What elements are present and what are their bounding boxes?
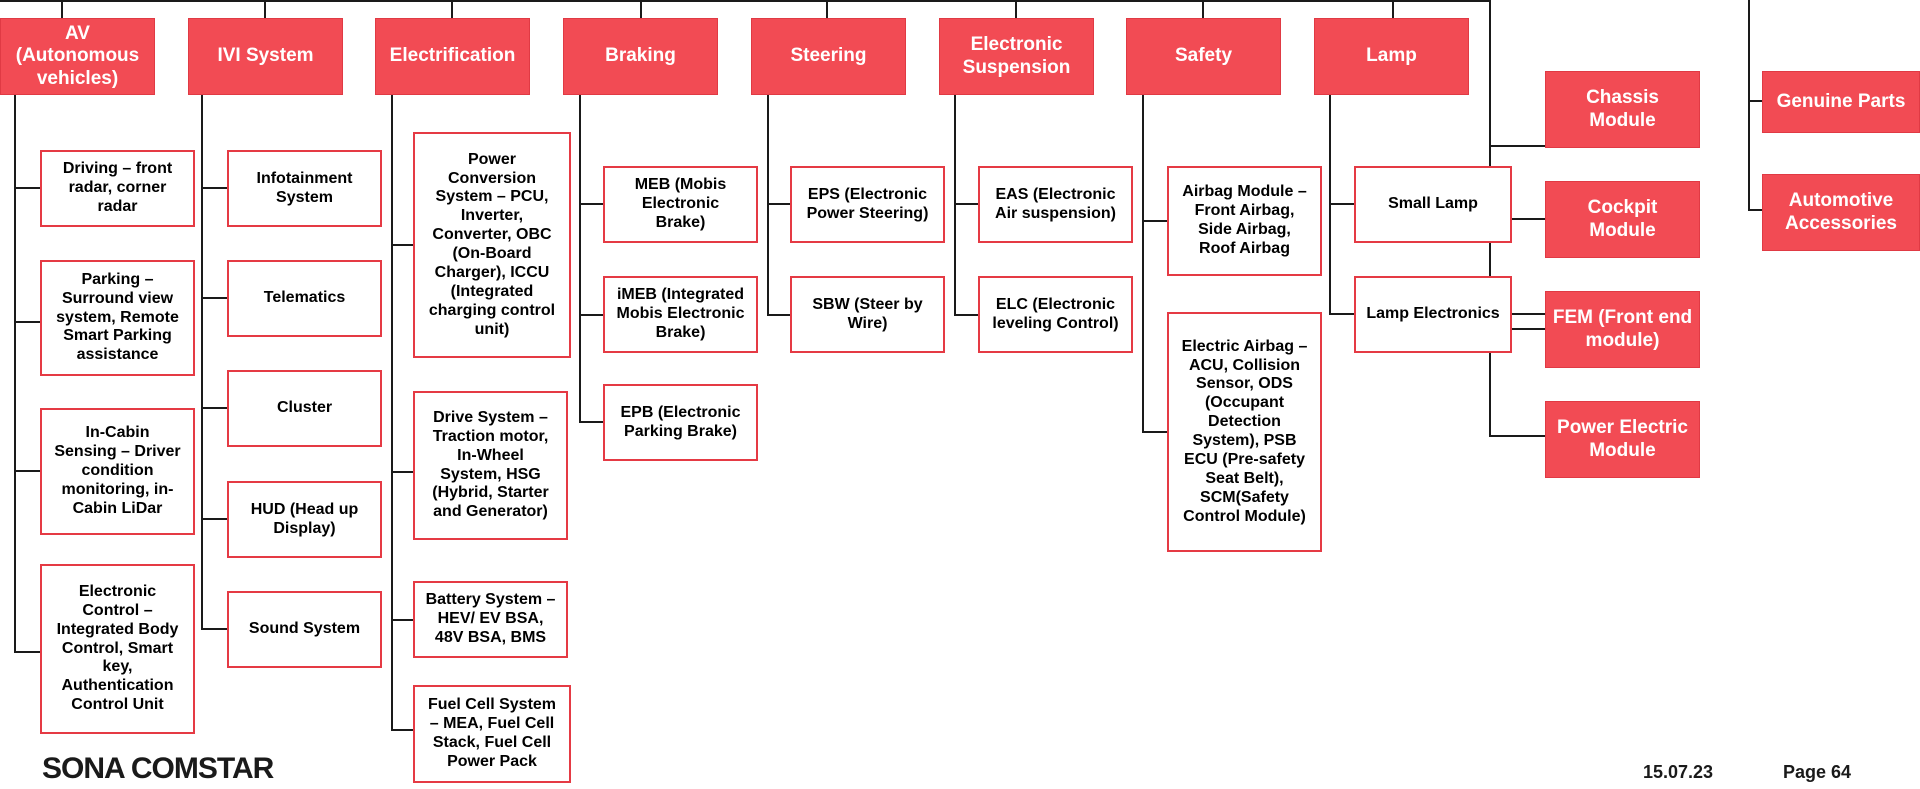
suspension-elc: ELC (Electronic leveling Control) <box>978 276 1133 353</box>
parts-genuine: Genuine Parts <box>1762 71 1920 133</box>
steering-sbw: SBW (Steer by Wire) <box>790 276 945 353</box>
braking-epb: EPB (Electronic Parking Brake) <box>603 384 758 461</box>
module-chassis: Chassis Module <box>1545 71 1700 148</box>
ivi-telematics: Telematics <box>227 260 382 337</box>
footer-date: 15.07.23 <box>1643 762 1714 782</box>
suspension-eas: EAS (Electronic Air suspension) <box>978 166 1133 243</box>
safety-electric-airbag: Electric Airbag – ACU, Collision Sensor,… <box>1167 312 1322 552</box>
av-driving: Driving – front radar, corner radar <box>40 150 195 227</box>
av-parking: Parking – Surround view system, Remote S… <box>40 260 195 376</box>
footer-page-number: Page 64 <box>1783 762 1852 782</box>
elec-power-conversion: Power Conversion System – PCU, Inverter,… <box>413 132 571 358</box>
category-braking: Braking <box>563 18 718 95</box>
module-cockpit: Cockpit Module <box>1545 181 1700 258</box>
lamp-electronics: Lamp Electronics <box>1354 276 1512 353</box>
steering-eps: EPS (Electronic Power Steering) <box>790 166 945 243</box>
sona-comstar-logo: SONA COMSTAR <box>42 752 274 785</box>
ivi-infotainment: Infotainment System <box>227 150 382 227</box>
module-fem: FEM (Front end module) <box>1545 291 1700 368</box>
braking-imeb: iMEB (Integrated Mobis Electronic Brake) <box>603 276 758 353</box>
category-ivi-system: IVI System <box>188 18 343 95</box>
safety-airbag-module: Airbag Module – Front Airbag, Side Airba… <box>1167 166 1322 276</box>
braking-meb: MEB (Mobis Electronic Brake) <box>603 166 758 243</box>
elec-battery-system: Battery System – HEV/ EV BSA, 48V BSA, B… <box>413 581 568 658</box>
av-in-cabin-sensing: In-Cabin Sensing – Driver condition moni… <box>40 408 195 535</box>
elec-fuel-cell-system: Fuel Cell System – MEA, Fuel Cell Stack,… <box>413 685 571 783</box>
lamp-small-lamp: Small Lamp <box>1354 166 1512 243</box>
ivi-cluster: Cluster <box>227 370 382 447</box>
ivi-sound-system: Sound System <box>227 591 382 668</box>
av-electronic-control: Electronic Control – Integrated Body Con… <box>40 564 195 734</box>
category-electronic-suspension: Electronic Suspension <box>939 18 1094 95</box>
category-safety: Safety <box>1126 18 1281 95</box>
parts-automotive-accessories: Automotive Accessories <box>1762 174 1920 251</box>
elec-drive-system: Drive System – Traction motor, In-Wheel … <box>413 391 568 540</box>
category-electrification: Electrification <box>375 18 530 95</box>
category-lamp: Lamp <box>1314 18 1469 95</box>
category-av: AV (Autonomous vehicles) <box>0 18 155 95</box>
module-power-electric: Power Electric Module <box>1545 401 1700 478</box>
category-steering: Steering <box>751 18 906 95</box>
ivi-hud: HUD (Head up Display) <box>227 481 382 558</box>
